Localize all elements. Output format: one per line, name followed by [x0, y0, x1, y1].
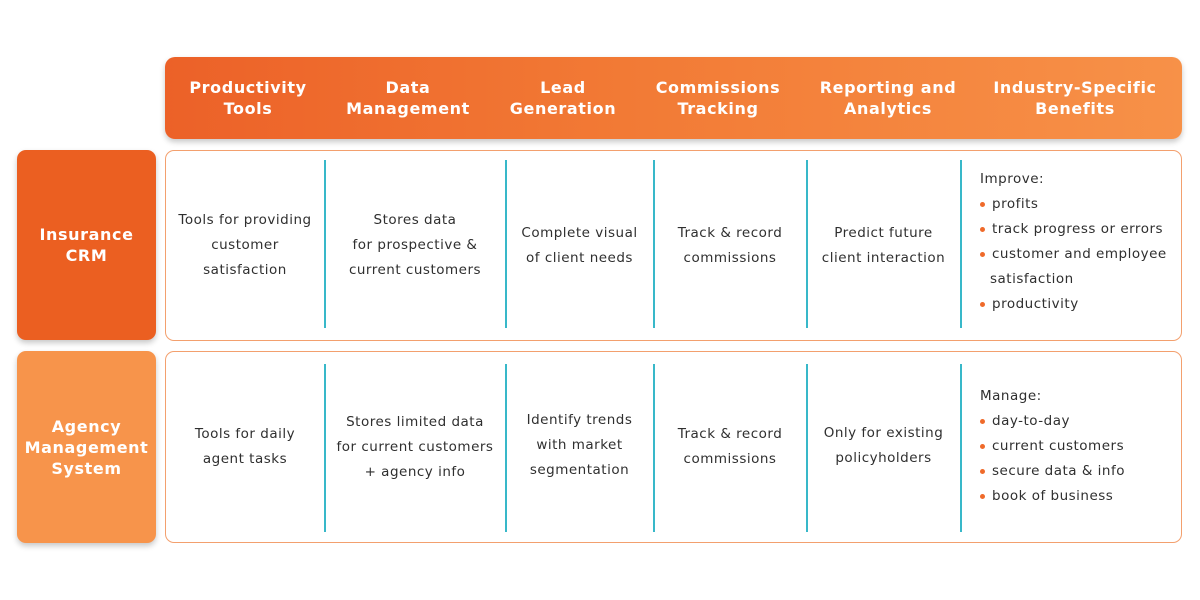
ams-productivity-cell: Tools for daily agent tasks [194, 426, 296, 467]
benefit-text: book of business [992, 488, 1114, 504]
column-divider [960, 160, 962, 328]
crm-benefits-cell: Improve: profits track progress or error… [980, 167, 1180, 317]
list-item: track progress or errors [980, 217, 1180, 242]
benefit-text: day-to-day [992, 413, 1070, 429]
list-item: current customers [980, 434, 1180, 459]
column-divider [505, 160, 507, 328]
crm-benefits-list: profits track progress or errors custome… [980, 192, 1180, 317]
ams-benefits-cell: Manage: day-to-day current customers sec… [980, 384, 1180, 509]
benefit-text: profits [992, 196, 1039, 212]
benefit-text-continuation: satisfaction [990, 271, 1074, 287]
column-divider [324, 160, 326, 328]
crm-data-management-cell: Stores data for prospective & current cu… [348, 212, 482, 278]
list-item: profits [980, 192, 1180, 217]
list-item: productivity [980, 292, 1180, 317]
column-divider [806, 160, 808, 328]
crm-lead-generation-cell: Complete visual of client needs [521, 224, 638, 266]
benefit-text: track progress or errors [992, 221, 1164, 237]
benefit-text: customer and employee [992, 246, 1167, 262]
row-label-agency-management-system: Agency Management System [17, 351, 156, 543]
ams-data-management-cell: Stores limited data for current customer… [336, 413, 494, 480]
list-item: day-to-day [980, 409, 1180, 434]
column-divider [653, 364, 655, 532]
bullet-icon [980, 469, 985, 474]
crm-reporting-cell: Predict future client interaction [821, 224, 946, 266]
column-divider [806, 364, 808, 532]
ams-lead-generation-cell: Identify trends with market segmentation [526, 411, 633, 478]
list-item: book of business [980, 484, 1180, 509]
row-label-insurance-crm: Insurance CRM [17, 150, 156, 340]
ams-benefits-heading: Manage: [980, 388, 1042, 404]
list-item: customer and employee satisfaction [980, 242, 1180, 292]
column-header-productivity-tools: Productivity Tools [189, 78, 307, 118]
bullet-icon [980, 494, 985, 499]
crm-commissions-cell: Track & record commissions [677, 224, 783, 266]
list-item: secure data & info [980, 459, 1180, 484]
bullet-icon [980, 302, 985, 307]
column-divider [653, 160, 655, 328]
bullet-icon [980, 444, 985, 449]
benefit-text: productivity [992, 296, 1079, 312]
row-insurance-crm [165, 150, 1182, 341]
ams-benefits-list: day-to-day current customers secure data… [980, 409, 1180, 509]
column-divider [505, 364, 507, 532]
benefit-text: current customers [992, 438, 1125, 454]
column-header-bar: Productivity Tools Data Management Lead … [165, 57, 1182, 139]
bullet-icon [980, 227, 985, 232]
column-header-reporting-analytics: Reporting and Analytics [819, 78, 957, 118]
row-agency-management-system [165, 351, 1182, 543]
crm-benefits-heading: Improve: [980, 171, 1045, 187]
ams-reporting-cell: Only for existing policyholders [823, 425, 944, 466]
column-header-data-management: Data Management [346, 78, 470, 118]
bullet-icon [980, 419, 985, 424]
column-header-lead-generation: Lead Generation [509, 78, 617, 118]
benefit-text: secure data & info [992, 463, 1126, 479]
crm-productivity-cell: Tools for providing customer satisfactio… [178, 212, 312, 278]
column-divider [960, 364, 962, 532]
column-divider [324, 364, 326, 532]
column-header-commissions-tracking: Commissions Tracking [655, 78, 781, 118]
bullet-icon [980, 202, 985, 207]
bullet-icon [980, 252, 985, 257]
column-header-industry-benefits: Industry-Specific Benefits [993, 78, 1157, 118]
ams-commissions-cell: Track & record commissions [677, 426, 783, 467]
